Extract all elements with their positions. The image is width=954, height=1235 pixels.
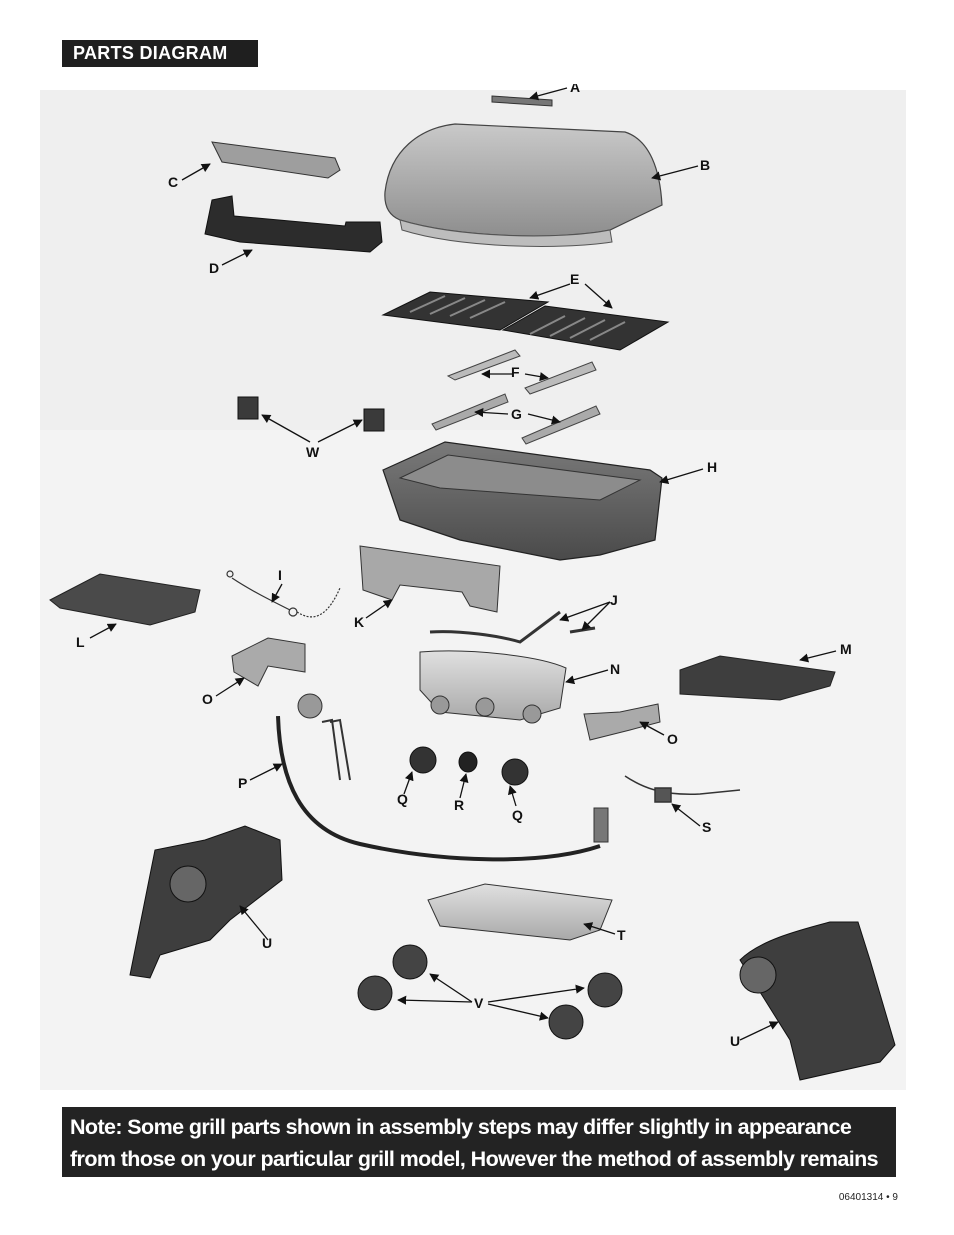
label-c: C [168, 174, 178, 190]
label-e: E [570, 271, 579, 287]
label-n: N [610, 661, 620, 677]
label-o-left: O [202, 691, 213, 707]
label-w: W [306, 444, 320, 460]
part-c-handle-insert [211, 141, 341, 179]
label-q-right: Q [512, 807, 523, 823]
label-j: J [610, 592, 618, 608]
part-t-grease-tray [427, 883, 613, 941]
part-p-regulator-hose [276, 693, 609, 862]
label-s: S [702, 819, 711, 835]
part-o-brackets [231, 637, 661, 741]
label-a: A [570, 84, 580, 95]
label-d: D [209, 260, 219, 276]
label-b: B [700, 157, 710, 173]
part-g-burners [431, 393, 601, 445]
label-l: L [76, 634, 85, 650]
part-e-cooking-grates [381, 291, 670, 351]
part-w-clips [237, 396, 385, 432]
part-b-lid [384, 123, 663, 247]
part-u-legs [129, 825, 896, 1081]
label-t: T [617, 927, 626, 943]
label-o-right: O [667, 731, 678, 747]
label-r: R [454, 797, 464, 813]
part-q-r-knobs [409, 746, 529, 786]
label-h: H [707, 459, 717, 475]
label-k: K [354, 614, 364, 630]
label-m: M [840, 641, 852, 657]
parts-diagram: A B C D E F G H I J K L M N O O P Q Q R … [40, 84, 906, 1090]
part-n-control-panel [419, 650, 567, 724]
label-u-right: U [730, 1033, 740, 1049]
part-m-side-table [679, 655, 836, 701]
part-h-firebox [382, 441, 663, 561]
label-g: G [511, 406, 522, 422]
label-u-left: U [262, 935, 272, 951]
label-p: P [238, 775, 247, 791]
part-v-wheels [357, 944, 623, 1040]
page-title: PARTS DIAGRAM [62, 40, 258, 67]
part-f-heat-tents [446, 349, 597, 395]
part-l-side-table [49, 573, 201, 626]
label-v: V [474, 995, 484, 1011]
part-i-chain [226, 570, 341, 618]
label-q-left: Q [397, 791, 408, 807]
part-k-heat-shield [359, 545, 501, 613]
label-i: I [278, 567, 282, 583]
page-number: 06401314 • 9 [838, 1192, 898, 1203]
part-d-handle [204, 195, 383, 253]
part-s-ignitor [624, 775, 741, 803]
label-f: F [511, 364, 520, 380]
assembly-note: Note: Some grill parts shown in assembly… [62, 1107, 896, 1203]
